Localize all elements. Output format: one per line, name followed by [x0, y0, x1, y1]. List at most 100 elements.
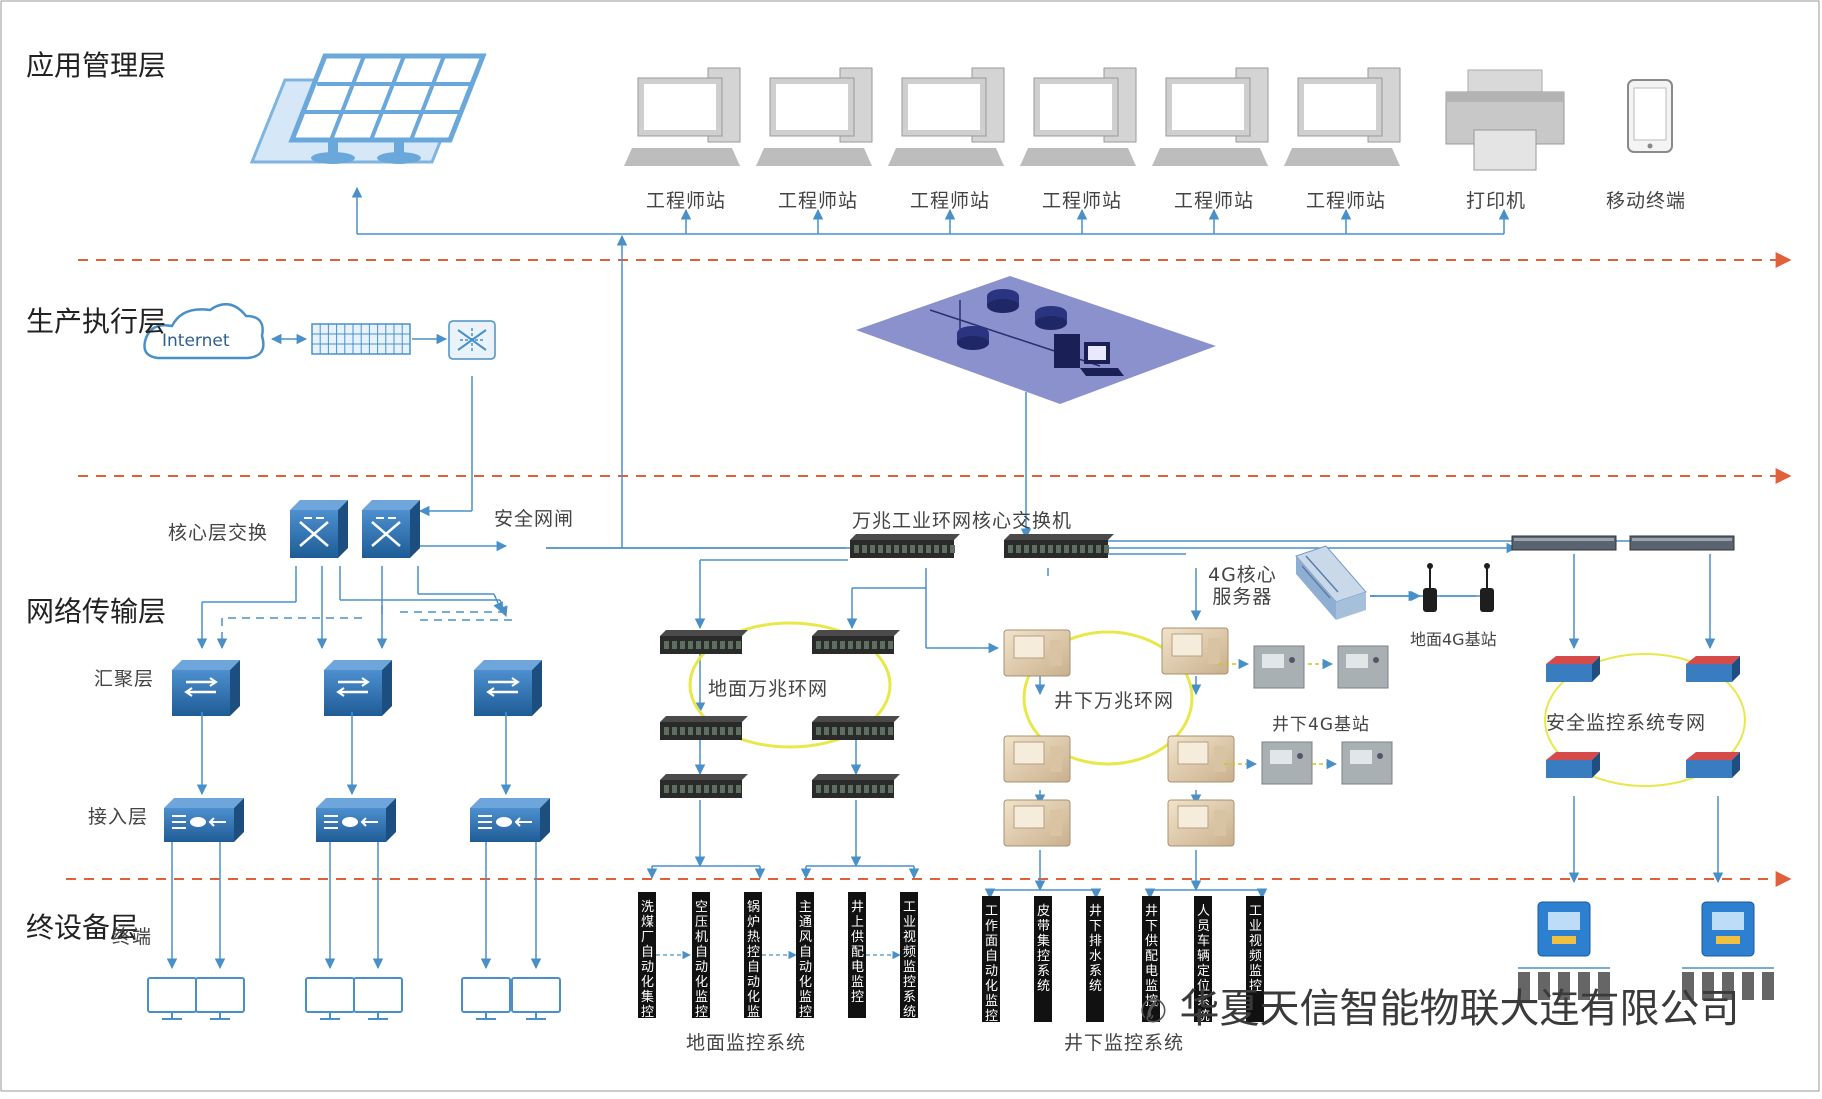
mine-monitor-substation-icon	[1682, 901, 1774, 1000]
printer-label: 打印机	[1466, 190, 1527, 212]
core-4g-label: 4G核心 服务器	[1208, 564, 1277, 608]
production-links	[270, 333, 1032, 540]
internet-cloud-icon	[143, 303, 265, 360]
safety-switch-icon	[1546, 752, 1600, 778]
safety-switch-icon	[1546, 656, 1600, 682]
explosion-proof-cabinet-icon	[1167, 799, 1235, 847]
underground-4g-base-icon	[1341, 741, 1393, 785]
ground-ring-switch-icon	[660, 630, 748, 654]
workstation-icon	[1284, 67, 1401, 166]
ground-subsystem-label: 工业视频监控系统	[901, 896, 917, 1020]
mine-monitor-substation-icon	[1518, 901, 1610, 1000]
underground-subsystem-label: 井下供配电监控	[1143, 900, 1159, 1018]
monitor-icon	[353, 977, 403, 1020]
access-switch-icon	[164, 798, 244, 842]
mobile-label: 移动终端	[1606, 190, 1687, 212]
ground-ring-switch-icon	[660, 716, 748, 740]
watermark: ✆ 华夏天信智能物联大连有限公司	[1140, 976, 1740, 1034]
monitor-icon	[195, 977, 245, 1020]
internet-label: Internet	[162, 331, 230, 351]
access-switch-group	[164, 798, 550, 842]
workstation-icon	[1152, 67, 1269, 166]
ground-ring-switch-icon	[812, 630, 900, 654]
safety-ring	[1544, 653, 1746, 787]
underground-ring	[1022, 630, 1194, 766]
aggregation-switch-icon	[172, 660, 240, 716]
explosion-proof-cabinet-icon	[1167, 735, 1235, 783]
ground-subsystem-label: 锅炉热控自动化监控	[745, 896, 761, 1035]
monitor-icon	[461, 977, 511, 1020]
base-station-group	[1218, 645, 1393, 785]
ground-ring-label: 地面万兆环网	[708, 678, 829, 700]
access-switch-icon	[316, 798, 396, 842]
app-bus	[351, 186, 1510, 548]
underground-subsystem-label: 皮带集控系统	[1035, 900, 1051, 1018]
router-icon	[448, 320, 496, 360]
underground-system-label: 井下监控系统	[1064, 1032, 1185, 1054]
underground-ring-label: 井下万兆环网	[1054, 690, 1175, 712]
explosion-proof-cabinet-icon	[1161, 627, 1229, 675]
ground-subsystem-label: 井上供配电监控	[849, 896, 865, 1014]
ring-core-switch-icon	[850, 534, 960, 558]
safety-net-label: 安全监控系统专网	[1546, 712, 1707, 734]
explosion-proof-cabinet-icon	[1003, 735, 1071, 783]
aggregation-label: 汇聚层	[94, 668, 155, 690]
firewall-icon	[311, 323, 411, 355]
layer-separators	[66, 252, 1792, 887]
workstation-icon	[756, 67, 873, 166]
layer-label-terminal: 终设备层	[26, 911, 139, 944]
terminal-label: 终端	[112, 926, 153, 948]
workstation-label: 工程师站	[1174, 190, 1255, 212]
aggregation-switch-group	[172, 660, 542, 716]
workstation-label: 工程师站	[1306, 190, 1387, 212]
aggregation-switch-icon	[474, 660, 542, 716]
underground-4g-label: 井下4G基站	[1272, 715, 1370, 735]
underground-subsystem-label: 工业视频监控	[1247, 900, 1263, 1018]
ground-system-label: 地面监控系统	[686, 1032, 807, 1054]
ground-subsystem-label: 洗煤厂自动化集控	[639, 896, 655, 1020]
workstation-icon	[624, 67, 741, 166]
ground-4g-label: 地面4G基站	[1410, 630, 1497, 649]
ground-4g-antenna-icon	[1423, 563, 1494, 612]
printer-icon	[1445, 69, 1565, 171]
core-switch-icon	[290, 500, 348, 558]
terminal-group	[147, 977, 561, 1020]
ring-core-label: 万兆工业环网核心交换机	[852, 510, 1073, 532]
aggregation-switch-icon	[324, 660, 392, 716]
monitor-icon	[147, 977, 197, 1020]
ring-device-group	[660, 534, 1114, 798]
workstation-group	[624, 67, 1401, 166]
safety-switch-icon	[1686, 752, 1740, 778]
workstation-label: 工程师站	[778, 190, 859, 212]
server-4g-icon	[1295, 545, 1367, 620]
ground-ring-switch-icon	[812, 716, 900, 740]
core-switch-group	[290, 500, 420, 558]
underground-4g-base-icon	[1337, 645, 1389, 689]
ground-ring-switch-icon	[812, 774, 900, 798]
ground-ring	[688, 621, 892, 749]
underground-cabinet-group	[1003, 627, 1235, 847]
workstation-label: 工程师站	[646, 190, 727, 212]
ground-subsystem-label: 主通风自动化监控	[797, 896, 813, 1020]
monitor-icon	[511, 977, 561, 1020]
solar-panel-icon	[249, 53, 487, 164]
safety-rack-switches	[1511, 535, 1735, 551]
underground-4g-base-icon	[1261, 741, 1313, 785]
wechat-icon: ✆	[1140, 992, 1167, 1030]
underground-subsystem-label: 井下排水系统	[1087, 900, 1103, 1018]
explosion-proof-cabinet-icon	[1003, 799, 1071, 847]
watermark-text: 华夏天信智能物联大连有限公司	[1179, 986, 1740, 1032]
monitor-icon	[305, 977, 355, 1020]
access-switch-icon	[470, 798, 550, 842]
access-label: 接入层	[88, 806, 149, 828]
workstation-label: 工程师站	[910, 190, 991, 212]
underground-subsystem-label: 工作面自动化监控	[983, 900, 999, 1024]
ground-subsystem-label: 空压机自动化监控	[693, 896, 709, 1020]
security-gateway-label: 安全网闸	[494, 508, 575, 530]
workstation-label: 工程师站	[1042, 190, 1123, 212]
workstation-icon	[1020, 67, 1137, 166]
underground-4g-base-icon	[1253, 645, 1305, 689]
